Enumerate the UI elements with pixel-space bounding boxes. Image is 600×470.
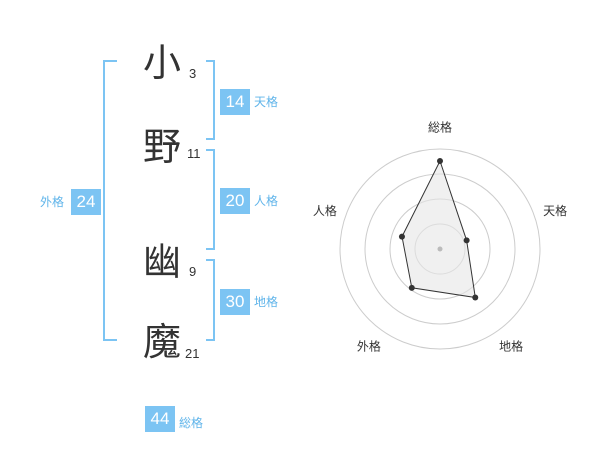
chikaku-value: 30 bbox=[220, 289, 250, 315]
radar-point-4 bbox=[398, 233, 405, 240]
radar-point-0 bbox=[437, 158, 443, 164]
jinkaku-value: 20 bbox=[220, 188, 250, 214]
radar-center-dot bbox=[437, 246, 443, 252]
name-char-3: 幽 bbox=[143, 240, 182, 284]
radar-points bbox=[398, 158, 479, 301]
stroke-count-2: 11 bbox=[187, 146, 201, 161]
name-char-1: 小 bbox=[143, 41, 182, 85]
radar-point-2 bbox=[472, 294, 479, 301]
chikaku-label: 地格 bbox=[254, 295, 279, 309]
stroke-count-4: 21 bbox=[185, 346, 200, 361]
name-char-4: 魔 bbox=[143, 320, 182, 364]
chikaku-bracket bbox=[206, 259, 215, 341]
radar-point-3 bbox=[408, 284, 415, 291]
gaikaku-label: 外格 bbox=[40, 195, 65, 209]
jinkaku-bracket bbox=[206, 149, 215, 250]
stroke-count-3: 9 bbox=[189, 264, 197, 279]
stroke-count-1: 3 bbox=[189, 66, 197, 81]
radar-axis-label-3: 外格 bbox=[357, 338, 381, 353]
radar-point-1 bbox=[463, 237, 470, 244]
radar-ring-4 bbox=[339, 148, 541, 350]
radar-axis-label-0: 総格 bbox=[428, 120, 452, 135]
gaikaku-value: 24 bbox=[71, 189, 101, 215]
radar-axis-label-1: 天格 bbox=[543, 203, 567, 218]
soukaku-value: 44 bbox=[145, 406, 175, 432]
name-char-2: 野 bbox=[143, 125, 182, 169]
radar-axis-label-2: 地格 bbox=[499, 338, 523, 353]
tenkaku-value: 14 bbox=[220, 89, 250, 115]
soukaku-label: 総格 bbox=[179, 416, 204, 430]
gaikaku-bracket bbox=[103, 60, 117, 341]
radar-axis-label-4: 人格 bbox=[313, 203, 337, 218]
jinkaku-label: 人格 bbox=[254, 194, 279, 208]
tenkaku-label: 天格 bbox=[254, 95, 279, 109]
tenkaku-bracket bbox=[206, 60, 215, 140]
radar-area bbox=[401, 159, 476, 299]
